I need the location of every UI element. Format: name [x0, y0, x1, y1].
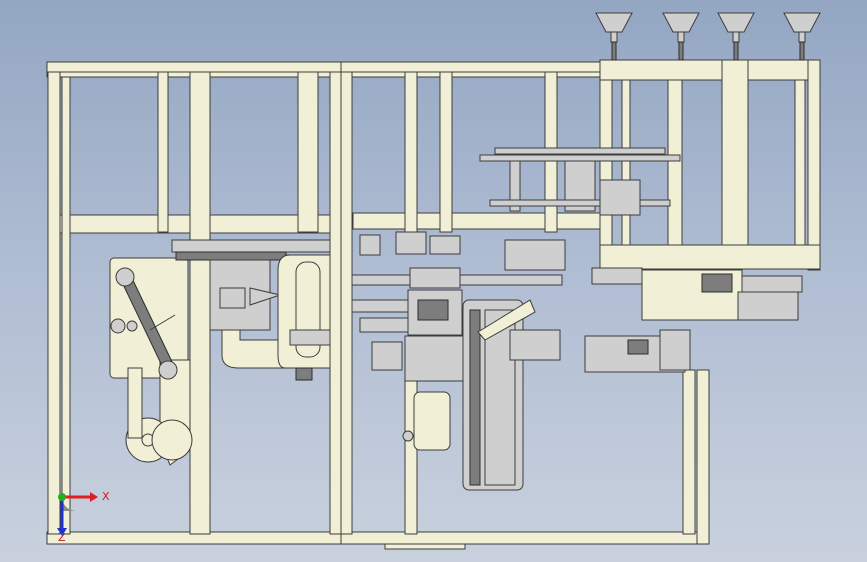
center-press-unit — [351, 231, 563, 451]
belt-drive-assembly — [109, 257, 193, 466]
funnel-icon — [717, 12, 755, 61]
axis-z-label: Z — [58, 531, 66, 544]
middle-beam-right — [352, 212, 604, 230]
hopper-frame — [599, 59, 821, 271]
vertical-conveyor — [462, 239, 566, 491]
linear-rail-assembly — [171, 239, 331, 381]
funnel-icon — [783, 12, 821, 61]
axis-triad-icon: X Z — [57, 490, 110, 544]
base-frame — [46, 61, 820, 550]
funnel-icon — [595, 12, 633, 61]
funnel-row — [595, 12, 821, 61]
right-post — [682, 369, 696, 535]
left-post — [47, 71, 61, 535]
axis-x-label: X — [102, 490, 110, 503]
bottom-beam — [46, 531, 710, 545]
post-2 — [189, 71, 211, 535]
funnel-icon — [662, 12, 700, 61]
rear-shelves — [479, 147, 681, 216]
right-actuator-unit — [584, 267, 803, 373]
